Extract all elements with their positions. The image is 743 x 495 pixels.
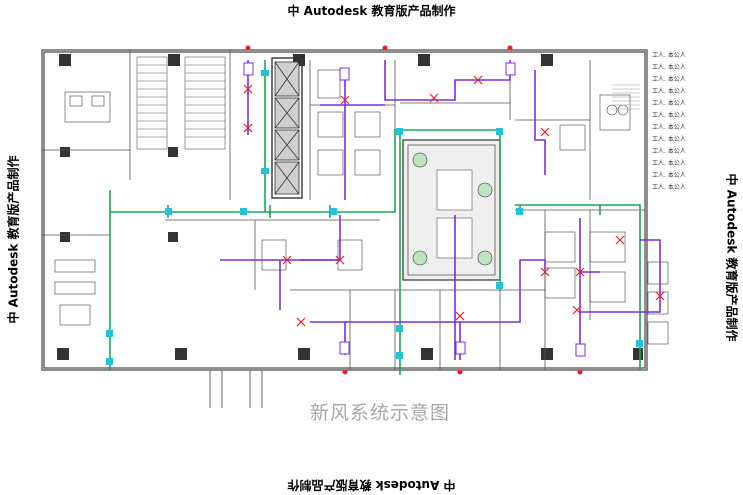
elevator-shaft — [271, 57, 303, 199]
exhaust-fans — [243, 62, 586, 357]
interior-walls — [42, 50, 645, 370]
red-diffusers — [243, 75, 665, 327]
drawing-title: 新风系统示意图 — [309, 402, 450, 424]
structural-columns — [57, 54, 643, 360]
legend-hatch-block — [612, 84, 640, 110]
fresh-air-branch-ducts — [220, 60, 661, 360]
legend-item: 工人. 本公人 — [652, 124, 686, 131]
cyan-dampers — [106, 70, 643, 365]
furniture — [54, 69, 669, 345]
legend-item: 工人. 本公人 — [652, 88, 686, 95]
legend-item: 工人. 本公人 — [652, 172, 686, 179]
entrance — [209, 370, 263, 408]
legend-item: 工人. 本公人 — [652, 148, 686, 155]
legend-item: 工人. 本公人 — [652, 52, 686, 59]
watermark-top: 中 Autodesk 教育版产品制作 — [287, 4, 456, 18]
legend-item: 工人. 本公人 — [652, 160, 686, 167]
central-courtyard — [402, 139, 501, 281]
legend-item: 工人. 本公人 — [652, 136, 686, 143]
staircase — [136, 56, 226, 150]
intake-louvers — [245, 45, 583, 375]
legend: 工人. 本公人工人. 本公人工人. 本公人工人. 本公人工人. 本公人工人. 本… — [652, 50, 708, 194]
legend-item: 工人. 本公人 — [652, 64, 686, 71]
fresh-air-main-duct — [109, 60, 641, 375]
legend-item: 工人. 本公人 — [652, 100, 686, 107]
legend-item: 工人. 本公人 — [652, 76, 686, 83]
legend-item: 工人. 本公人 — [652, 184, 686, 191]
legend-item: 工人. 本公人 — [652, 112, 686, 119]
